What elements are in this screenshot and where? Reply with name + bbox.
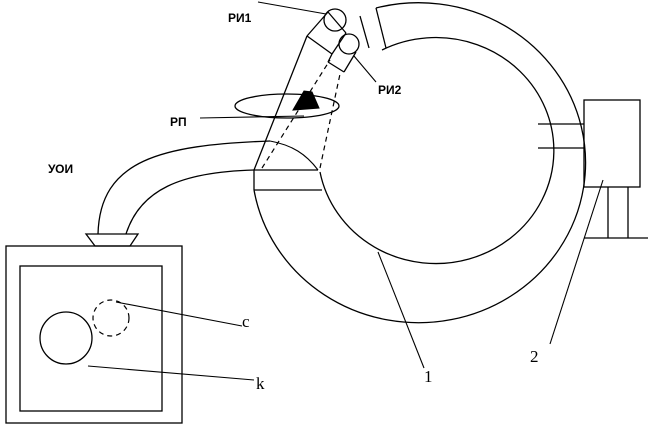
source-ri1 xyxy=(323,8,347,32)
leader-1 xyxy=(377,251,425,369)
target-circle-c xyxy=(92,299,130,337)
ring-gap-wall-left xyxy=(359,15,370,49)
label-ri1: РИ1 xyxy=(228,11,252,25)
beam-paths xyxy=(261,59,341,169)
target-frame xyxy=(5,245,183,424)
label-c: c xyxy=(242,312,250,331)
ring-outer-arc xyxy=(253,2,587,324)
deflector-plate xyxy=(292,90,320,111)
injection-channel xyxy=(253,11,357,171)
ring-chamber xyxy=(253,2,587,324)
label-rp: РП xyxy=(170,115,187,129)
leader-ri2 xyxy=(353,55,377,83)
target-circle-k xyxy=(39,311,93,365)
leader-2 xyxy=(549,179,604,345)
deflector-ellipse xyxy=(234,93,340,119)
beam-path-right xyxy=(319,73,341,169)
output-tube xyxy=(84,140,271,247)
output-nozzle xyxy=(84,233,140,247)
leader-k xyxy=(87,365,255,381)
leader-ri1 xyxy=(257,1,327,15)
label-uoi: УОИ xyxy=(48,162,73,176)
leader-c xyxy=(115,301,243,327)
label-2: 2 xyxy=(530,347,539,366)
ring-gap-wall-right xyxy=(375,7,387,49)
channel-flange xyxy=(253,169,322,191)
unit-2 xyxy=(538,99,648,239)
leader-rp xyxy=(199,115,305,119)
ring-inner-arc xyxy=(319,36,555,265)
label-k: k xyxy=(256,374,265,393)
leader-lines xyxy=(87,1,604,381)
label-1: 1 xyxy=(424,367,433,386)
label-ri2: РИ2 xyxy=(378,83,402,97)
source-ri2 xyxy=(338,33,360,55)
beam-path-left xyxy=(261,59,331,169)
